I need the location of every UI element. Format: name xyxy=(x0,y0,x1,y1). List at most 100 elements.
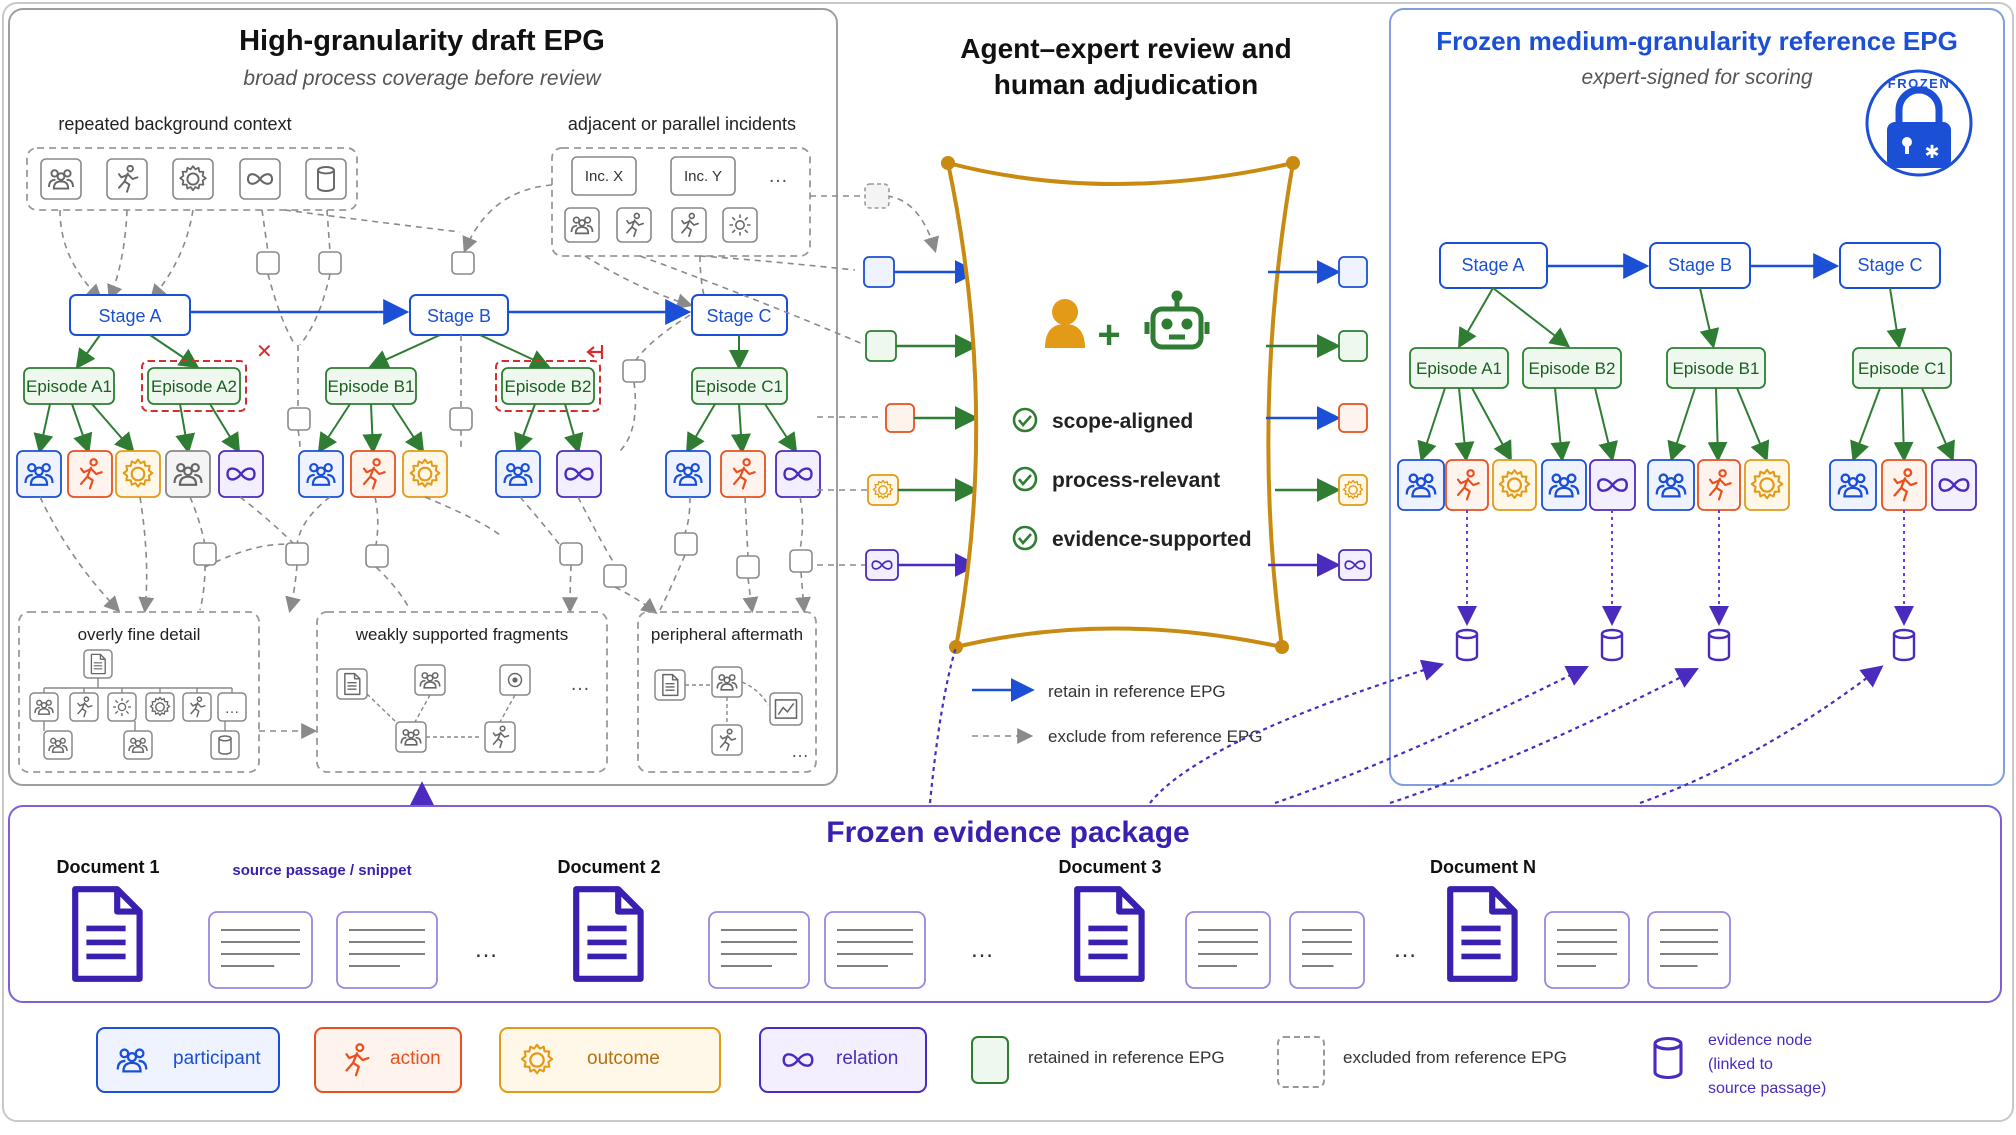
document-icon-2 xyxy=(576,889,640,979)
peripheral-label: peripheral aftermath xyxy=(651,625,803,644)
right-stage-c-label: Stage C xyxy=(1857,255,1922,275)
left-episode-b2 xyxy=(501,367,595,405)
left-episode-b1-label: Episode B1 xyxy=(328,377,415,396)
right-episodes: Episode A1 Episode B2 Episode B1 Episode… xyxy=(1409,347,1952,389)
right-episode-a1-label: Episode A1 xyxy=(1416,359,1502,378)
left-episode-c1-label: Episode C1 xyxy=(695,377,783,396)
left-episode-b2-excluded-frame xyxy=(495,360,601,412)
package-ellipsis-1: … xyxy=(474,936,498,963)
evidence-node-icon-1 xyxy=(1455,628,1479,662)
evidence-to-review-link xyxy=(928,646,958,804)
peripheral-ellipsis: … xyxy=(791,741,809,761)
left-episode-a2-excluded-frame xyxy=(141,360,247,412)
legend-retain-label: retain in reference EPG xyxy=(1048,682,1226,701)
left-episode-a2-label: Episode A2 xyxy=(151,377,237,396)
fine-ellipsis: … xyxy=(225,700,240,717)
check-icon-1 xyxy=(1012,407,1038,433)
left-panel-title: High-granularity draft EPG xyxy=(239,25,605,57)
left-stage-c-label: Stage C xyxy=(706,306,771,326)
snippet-card xyxy=(824,911,926,989)
legend-evidence-line3: source passage) xyxy=(1708,1080,1826,1097)
adjacent-group xyxy=(551,147,811,257)
legend-exclude-label: exclude from reference EPG xyxy=(1048,727,1262,746)
frozen-lock-icon: FROZEN ✱ xyxy=(1865,69,1973,177)
excluded-input-box xyxy=(864,183,890,209)
adjacent-label: adjacent or parallel incidents xyxy=(568,114,796,134)
left-stage-a xyxy=(69,294,191,336)
left-episode-a2 xyxy=(147,367,241,405)
legend-retained-swatch xyxy=(971,1036,1009,1084)
left-episode-a1-label: Episode A1 xyxy=(26,377,112,396)
frozen-lock-label: FROZEN xyxy=(1888,76,1950,91)
right-evidence-nodes xyxy=(1455,628,1916,662)
peripheral-group xyxy=(637,611,817,773)
el-action-3 xyxy=(720,450,766,498)
legend-relation-box xyxy=(759,1027,927,1093)
peripheral-nodes: … xyxy=(654,666,809,761)
inc-x-label: Inc. X xyxy=(585,168,623,185)
review-frame-corners xyxy=(941,156,1300,654)
bg-icon-box-3 xyxy=(172,158,214,200)
bg-icon-box-5 xyxy=(305,158,347,200)
left-episode-b2-label: Episode B2 xyxy=(505,377,592,396)
evidence-panel-frame xyxy=(8,805,2002,1003)
bg-context-label: repeated background context xyxy=(58,114,291,134)
right-stages: Stage A Stage B Stage C xyxy=(1439,242,1941,289)
legend-excluded-swatch xyxy=(1277,1036,1325,1088)
left-stage-a-label: Stage A xyxy=(98,306,161,326)
inc-y-box xyxy=(670,156,736,196)
adj-icon-box-3 xyxy=(671,207,707,243)
right-stage-b-label: Stage B xyxy=(1668,255,1732,275)
right-panel-frame xyxy=(1389,8,2005,786)
left-stage-b xyxy=(409,294,509,336)
check-icon-3 xyxy=(1012,525,1038,551)
overly-fine-tree: … xyxy=(29,649,247,760)
snippet-card xyxy=(208,911,313,989)
document-icon-n xyxy=(1450,889,1514,979)
inc-x-box xyxy=(571,156,637,196)
legend-action-label: action xyxy=(390,1048,441,1069)
expert-person-icon xyxy=(1045,299,1085,348)
el-action-1 xyxy=(67,450,113,498)
right-episode-b2 xyxy=(1522,347,1622,389)
legend-outcome-label: outcome xyxy=(587,1048,660,1069)
snippet-card xyxy=(1647,911,1731,989)
el-outcome-1 xyxy=(115,450,161,498)
review-output-nodes xyxy=(1338,256,1372,581)
legend-outcome-box xyxy=(499,1027,721,1093)
snippet-card xyxy=(336,911,438,989)
document-n-label: Document N xyxy=(1430,857,1536,877)
snippet-card xyxy=(1544,911,1630,989)
weak-fragments-group xyxy=(316,611,608,773)
snowflake-icon: ✱ xyxy=(1924,142,1939,162)
bg-icon-box-2 xyxy=(106,158,148,200)
review-title-line2: human adjudication xyxy=(994,69,1258,100)
snippet-card xyxy=(1185,911,1271,989)
legend-evidence-line1: evidence node xyxy=(1708,1032,1812,1049)
criteria-list: scope-aligned process-relevant evidence-… xyxy=(1012,407,1252,551)
review-frame xyxy=(945,160,1296,650)
adj-icon-box-4 xyxy=(722,207,758,243)
weak-fragments-label: weakly supported fragments xyxy=(355,625,569,644)
left-to-review-links xyxy=(639,195,939,566)
document-icon-1 xyxy=(75,889,139,979)
package-to-evidence-links xyxy=(1149,659,1884,805)
el-action-2 xyxy=(350,450,396,498)
evidence-dotted-links xyxy=(1457,510,1914,626)
right-panel-subtitle: expert-signed for scoring xyxy=(1581,66,1812,89)
left-panel-subtitle: broad process coverage before review xyxy=(243,67,602,90)
snippet-card xyxy=(1289,911,1365,989)
overly-fine-group xyxy=(18,611,260,773)
right-stage-a-label: Stage A xyxy=(1461,255,1524,275)
package-ellipsis-2: … xyxy=(970,936,994,963)
legend-relation-label: relation xyxy=(836,1048,898,1069)
overly-fine-label: overly fine detail xyxy=(78,625,201,644)
left-episode-a1 xyxy=(23,367,115,405)
legend-evidence-line2: (linked to xyxy=(1708,1056,1773,1073)
legend-retained-label: retained in reference EPG xyxy=(1028,1048,1225,1067)
snippet-label: source passage / snippet xyxy=(232,862,411,879)
document-3-label: Document 3 xyxy=(1058,857,1161,877)
criterion-1: scope-aligned xyxy=(1052,410,1193,433)
criterion-2: process-relevant xyxy=(1052,469,1220,492)
